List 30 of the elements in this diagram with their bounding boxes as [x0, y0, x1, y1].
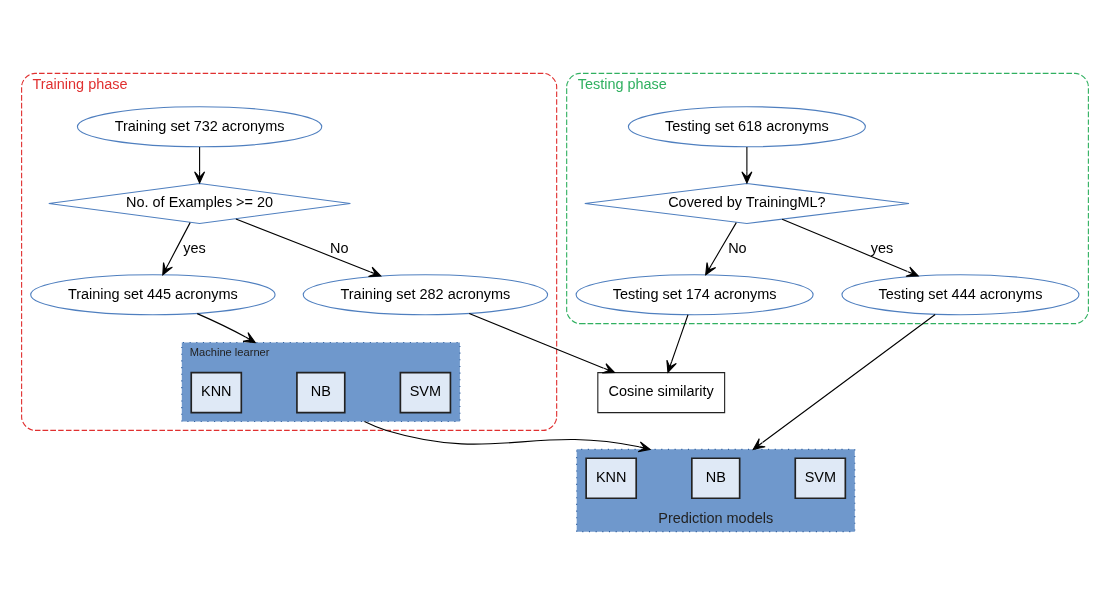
- edge-label: yes: [183, 239, 206, 256]
- node-ellipse: Testing set 174 acronyms: [575, 274, 814, 316]
- arrow: [666, 314, 689, 373]
- node-box: KNN: [585, 457, 638, 500]
- arrow: [741, 146, 753, 184]
- arrow: [194, 146, 206, 184]
- node-box: KNN: [190, 371, 243, 414]
- node-box: Cosine similarity: [597, 372, 726, 414]
- node-ellipse: Testing set 444 acronyms: [841, 274, 1080, 316]
- arrow: [705, 222, 737, 276]
- node-box: NB: [691, 457, 741, 500]
- node-diamond: No. of Examples >= 20: [48, 182, 351, 225]
- arrow: [196, 313, 256, 344]
- node-ellipse: Training set 732 acronyms: [76, 106, 323, 148]
- edge-label: No: [728, 239, 747, 256]
- node-box: SVM: [399, 371, 452, 414]
- node-ellipse: Testing set 618 acronyms: [627, 106, 866, 148]
- arrow: [752, 314, 936, 450]
- edge-label: No: [329, 239, 349, 256]
- node-ellipse: Training set 445 acronyms: [30, 274, 276, 316]
- node-ellipse: Training set 282 acronyms: [302, 274, 549, 316]
- arrow: [781, 218, 919, 277]
- node-box: SVM: [794, 457, 847, 500]
- node-diamond: Covered by TrainingML?: [584, 182, 910, 225]
- arrow: [162, 222, 191, 276]
- edge-label: yes: [870, 239, 894, 256]
- node-box: NB: [296, 371, 346, 414]
- arrow: [363, 420, 651, 453]
- arrow: [468, 313, 615, 374]
- arrow: [235, 218, 382, 278]
